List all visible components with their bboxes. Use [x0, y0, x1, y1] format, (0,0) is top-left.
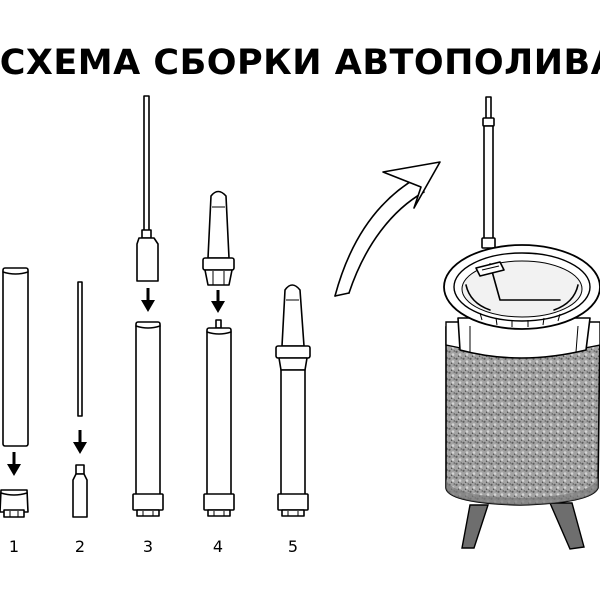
step-5-assembly: 5: [275, 284, 311, 556]
step-4-label: 4: [213, 537, 223, 556]
step-2-wick: [72, 464, 88, 518]
planter-legs: [461, 502, 585, 550]
step-3-down-arrow: [141, 288, 155, 312]
step-1-tube: [2, 267, 29, 447]
step-5-label: 5: [288, 537, 298, 556]
step-3-tube: [132, 321, 164, 517]
step-3-float-indicator: [136, 95, 159, 282]
curved-arrow: [334, 161, 441, 297]
step-1-down-arrow: [7, 452, 21, 476]
step-2-down-arrow: [73, 430, 87, 454]
step-3-assembly: 3: [132, 95, 164, 556]
step-1-label: 1: [9, 537, 19, 556]
step-2-label: 2: [75, 537, 85, 556]
step-1-assembly: 1: [0, 267, 29, 556]
step-4-down-arrow: [211, 290, 225, 313]
step-3-label: 3: [143, 537, 153, 556]
step-1-tube-top-ellipse: [2, 271, 29, 275]
step-1-cap: [0, 489, 29, 518]
step-2-rod: [77, 281, 83, 417]
planter-rim: [443, 244, 600, 330]
planter-indicator-tube: [481, 96, 496, 249]
step-4-cone-top: [202, 190, 235, 286]
step-4-assembly: 4: [202, 190, 235, 556]
step-2-assembly: 2: [72, 281, 88, 556]
step-4-tube: [203, 319, 235, 517]
planter-assembly: [443, 96, 600, 550]
diagram-title: СХЕМА СБОРКИ АВТОПОЛИВА: [0, 43, 600, 83]
